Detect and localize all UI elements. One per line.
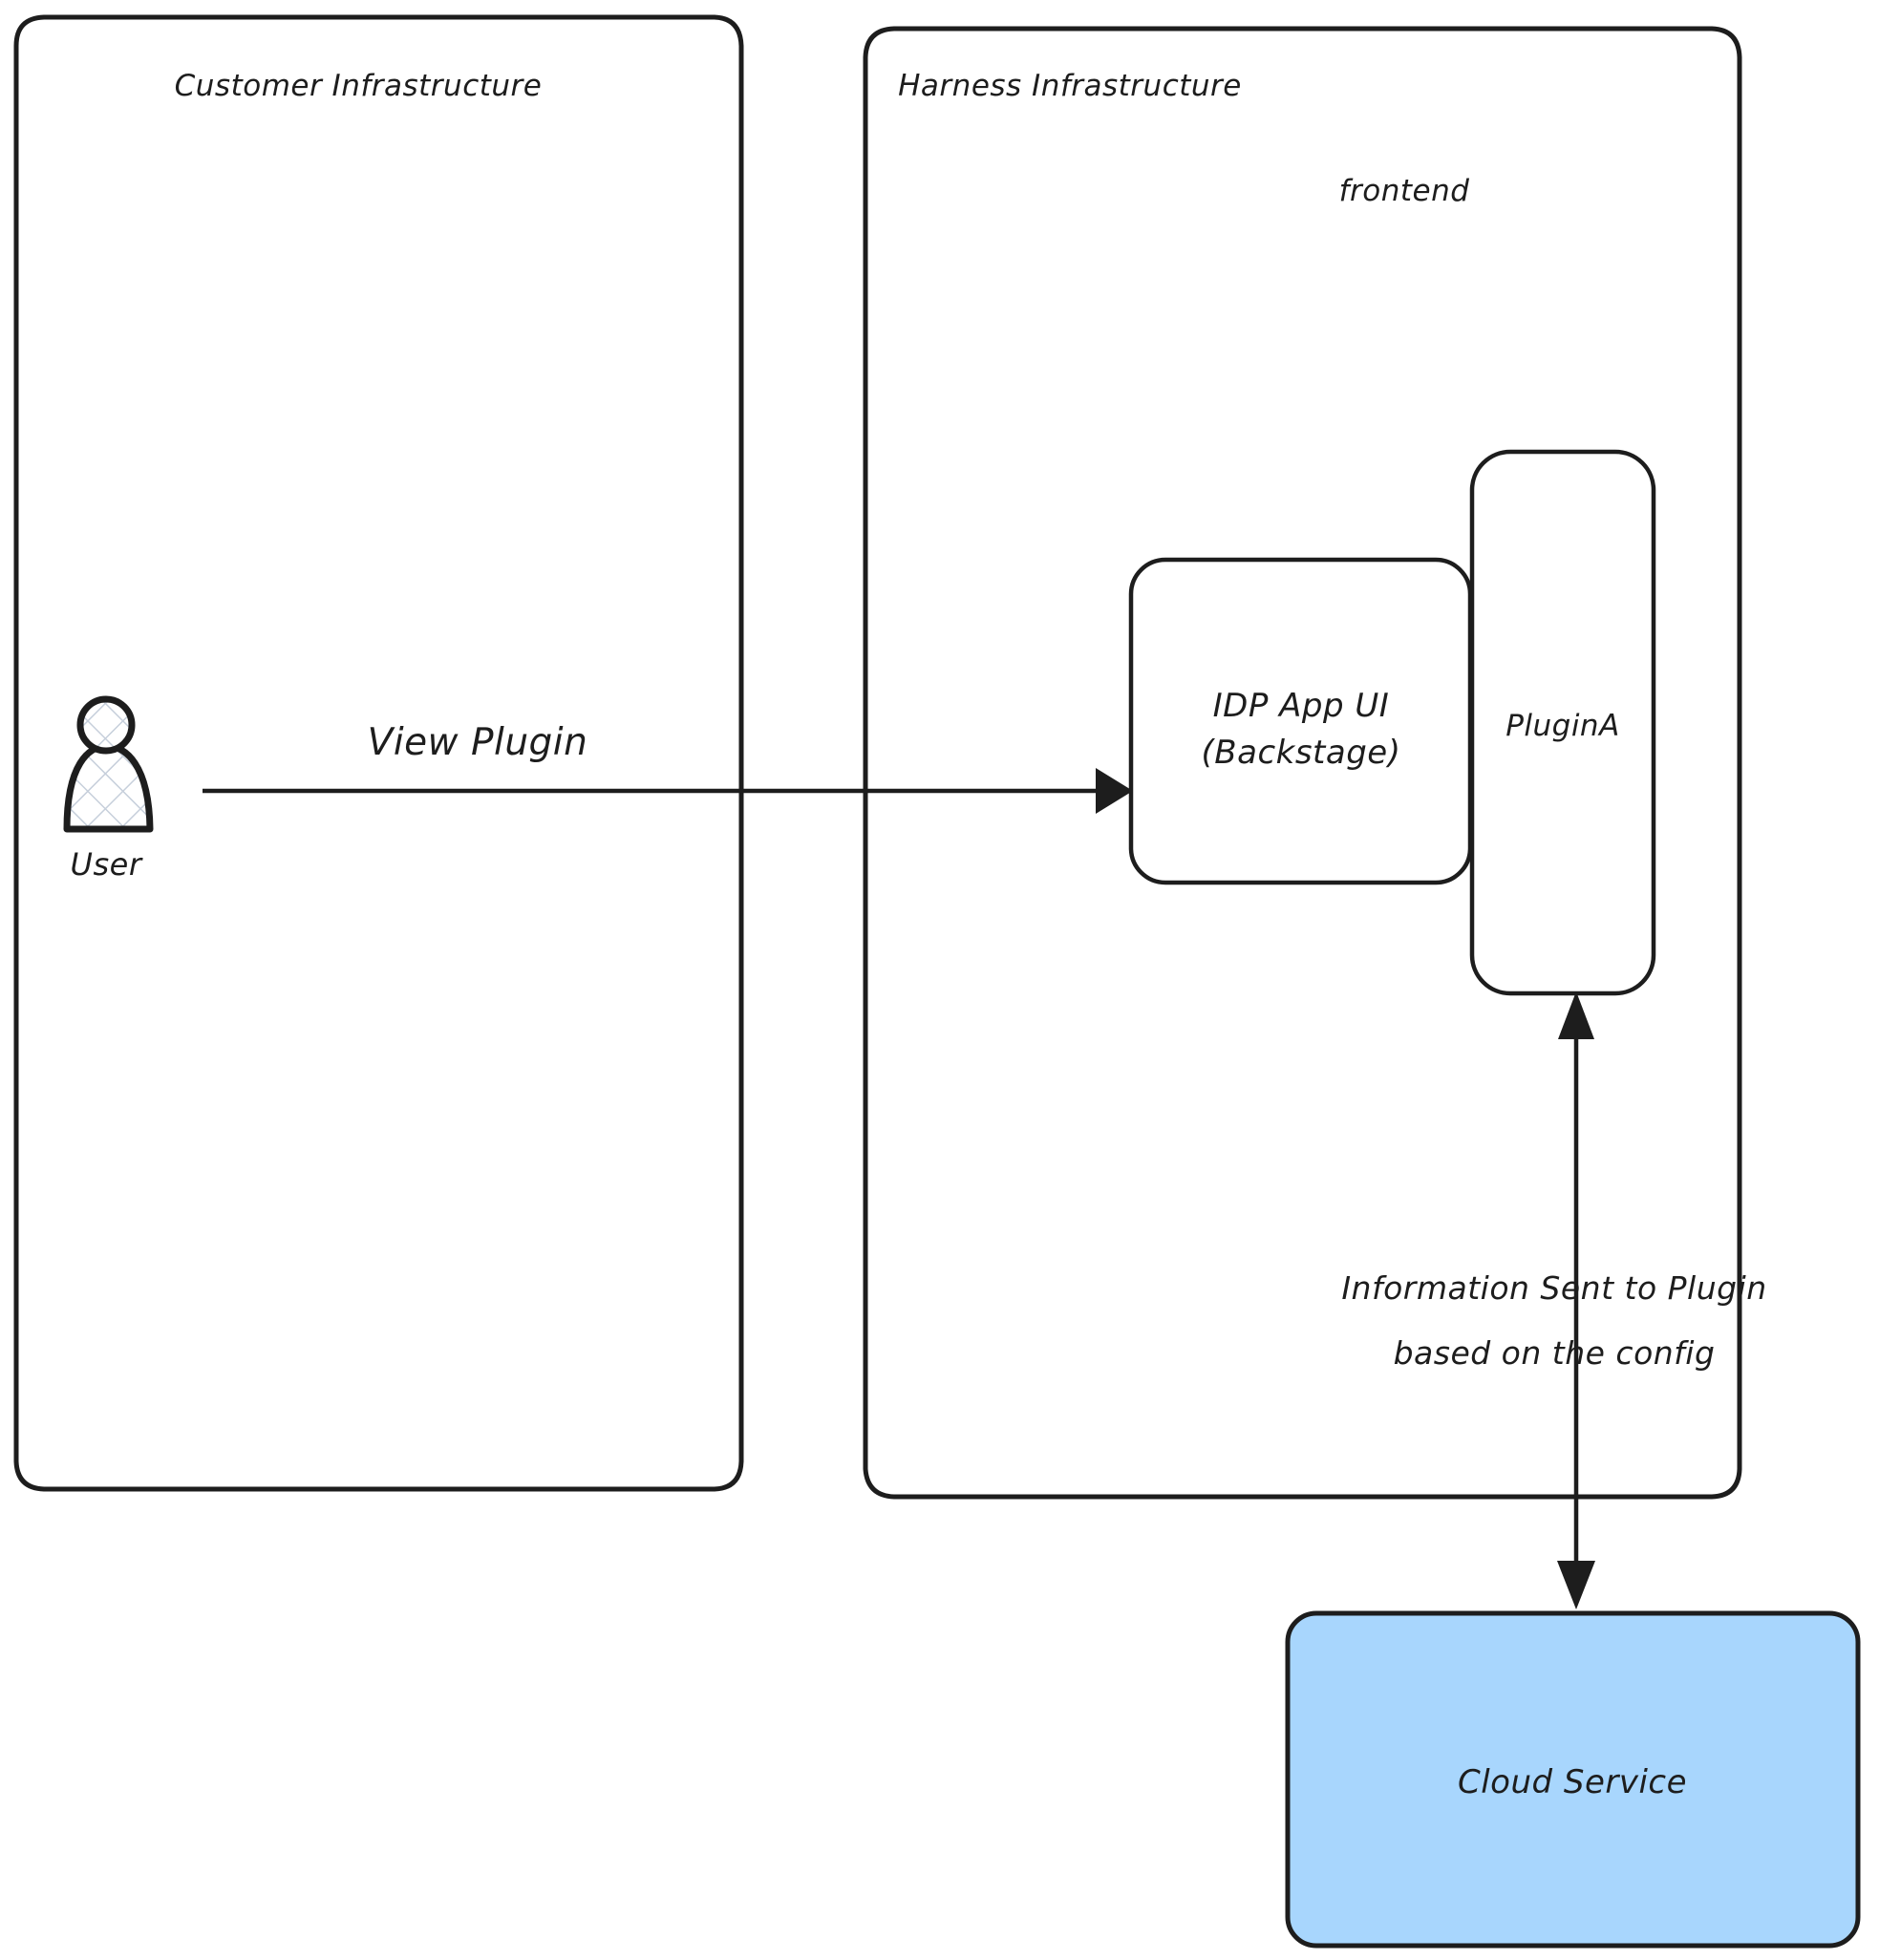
idp-app-ui-label-line1: IDP App UI — [1213, 687, 1390, 725]
edge-view-plugin: View Plugin — [203, 721, 1133, 814]
plugin-cloud-label-line2: based on the config — [1394, 1334, 1716, 1372]
plugin-cloud-arrowhead-down — [1557, 1561, 1595, 1609]
node-idp-app-ui[interactable]: IDP App UI (Backstage) — [1128, 557, 1473, 885]
container-customer-infrastructure: Customer Infrastructure — [13, 14, 744, 1492]
harness-frontend-label: frontend — [1339, 174, 1470, 208]
plugin-a-box — [1469, 449, 1656, 996]
customer-infrastructure-label: Customer Infrastructure — [175, 69, 543, 103]
plugin-cloud-label-line1: Information Sent to Plugin — [1341, 1269, 1766, 1307]
customer-infrastructure-border — [13, 14, 744, 1492]
user-label: User — [71, 846, 143, 883]
view-plugin-arrowhead — [1096, 768, 1133, 814]
idp-app-ui-label-line2: (Backstage) — [1202, 734, 1401, 772]
view-plugin-label: View Plugin — [368, 721, 588, 764]
edge-information-sent-to-plugin: Information Sent to Plugin based on the … — [1341, 991, 1766, 1609]
user-head-icon — [76, 695, 136, 755]
node-cloud-service[interactable]: Cloud Service — [1285, 1610, 1861, 1949]
node-user[interactable]: User — [63, 695, 154, 883]
node-plugin-a[interactable]: PluginA — [1469, 449, 1656, 996]
cloud-service-box — [1285, 1610, 1861, 1949]
cloud-service-label: Cloud Service — [1458, 1763, 1687, 1801]
plugin-a-label: PluginA — [1505, 709, 1620, 743]
harness-infrastructure-label: Harness Infrastructure — [898, 69, 1242, 103]
plugin-cloud-arrowhead-up — [1558, 991, 1594, 1039]
